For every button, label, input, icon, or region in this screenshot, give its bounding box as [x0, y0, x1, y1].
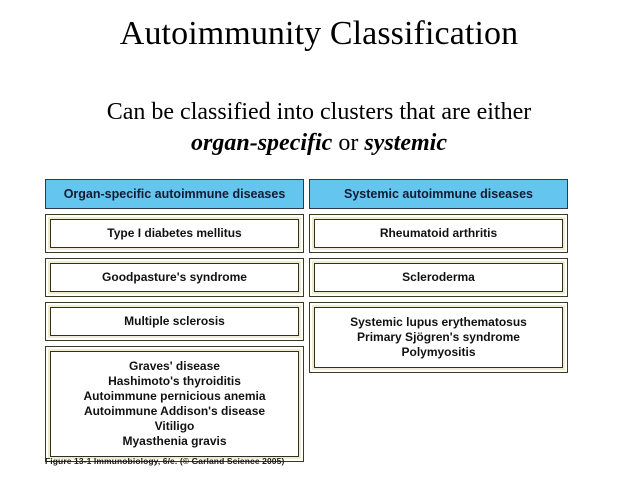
box-content: Multiple sclerosis	[50, 307, 299, 336]
subtitle-line-1: Can be classified into clusters that are…	[106, 99, 532, 125]
column-organ-specific: Organ-specific autoimmune diseases Type …	[45, 179, 304, 462]
figure-columns: Organ-specific autoimmune diseases Type …	[45, 179, 569, 462]
disease-name: Hashimoto's thyroiditis	[108, 374, 241, 388]
disease-box: Rheumatoid arthritis	[309, 214, 568, 253]
column-header-systemic: Systemic autoimmune diseases	[309, 179, 568, 209]
box-bevel: Multiple sclerosis	[48, 305, 301, 338]
box-bevel: Graves' disease Hashimoto's thyroiditis …	[48, 349, 301, 459]
box-bevel: Scleroderma	[312, 261, 565, 294]
disease-name: Autoimmune pernicious anemia	[83, 389, 266, 403]
disease-name: Polymyositis	[401, 345, 476, 359]
box-content: Type I diabetes mellitus	[50, 219, 299, 248]
box-bevel: Rheumatoid arthritis	[312, 217, 565, 250]
box-content: Rheumatoid arthritis	[314, 219, 563, 248]
disease-box: Graves' disease Hashimoto's thyroiditis …	[45, 346, 304, 462]
disease-box: Multiple sclerosis	[45, 302, 304, 341]
disease-box: Scleroderma	[309, 258, 568, 297]
box-content: Systemic lupus erythematosus Primary Sjö…	[314, 307, 563, 368]
disease-name: Autoimmune Addison's disease	[83, 404, 266, 418]
box-bevel: Type I diabetes mellitus	[48, 217, 301, 250]
page-title: Autoimmunity Classification	[119, 15, 519, 52]
subtitle-line-2: organ-specific or systemic	[0, 128, 638, 159]
figure-13-1: Organ-specific autoimmune diseases Type …	[45, 179, 569, 474]
disease-name: Scleroderma	[402, 270, 475, 284]
disease-name: Goodpasture's syndrome	[102, 270, 247, 284]
figure-caption: Figure 13-1 Immunobiology, 6/e. (© Garla…	[45, 456, 285, 466]
subtitle-term-organ-specific: organ-specific	[191, 130, 333, 156]
column-systemic: Systemic autoimmune diseases Rheumatoid …	[309, 179, 568, 373]
disease-name: Graves' disease	[129, 359, 220, 373]
box-bevel: Systemic lupus erythematosus Primary Sjö…	[312, 305, 565, 370]
subtitle-connector: or	[332, 130, 365, 156]
subtitle-term-systemic: systemic	[364, 130, 447, 156]
disease-box: Systemic lupus erythematosus Primary Sjö…	[309, 302, 568, 373]
box-content: Goodpasture's syndrome	[50, 263, 299, 292]
box-content: Graves' disease Hashimoto's thyroiditis …	[50, 351, 299, 457]
disease-box: Goodpasture's syndrome	[45, 258, 304, 297]
box-content: Scleroderma	[314, 263, 563, 292]
column-header-organ-specific: Organ-specific autoimmune diseases	[45, 179, 304, 209]
disease-name: Vitiligo	[154, 419, 195, 433]
disease-name: Rheumatoid arthritis	[379, 226, 498, 240]
disease-name: Primary Sjögren's syndrome	[357, 330, 520, 344]
slide-subtitle: Can be classified into clusters that are…	[0, 97, 638, 159]
disease-name: Systemic lupus erythematosus	[350, 315, 527, 329]
box-bevel: Goodpasture's syndrome	[48, 261, 301, 294]
disease-name: Type I diabetes mellitus	[107, 226, 242, 240]
disease-name: Myasthenia gravis	[122, 434, 227, 448]
disease-name: Multiple sclerosis	[124, 314, 225, 328]
disease-box: Type I diabetes mellitus	[45, 214, 304, 253]
